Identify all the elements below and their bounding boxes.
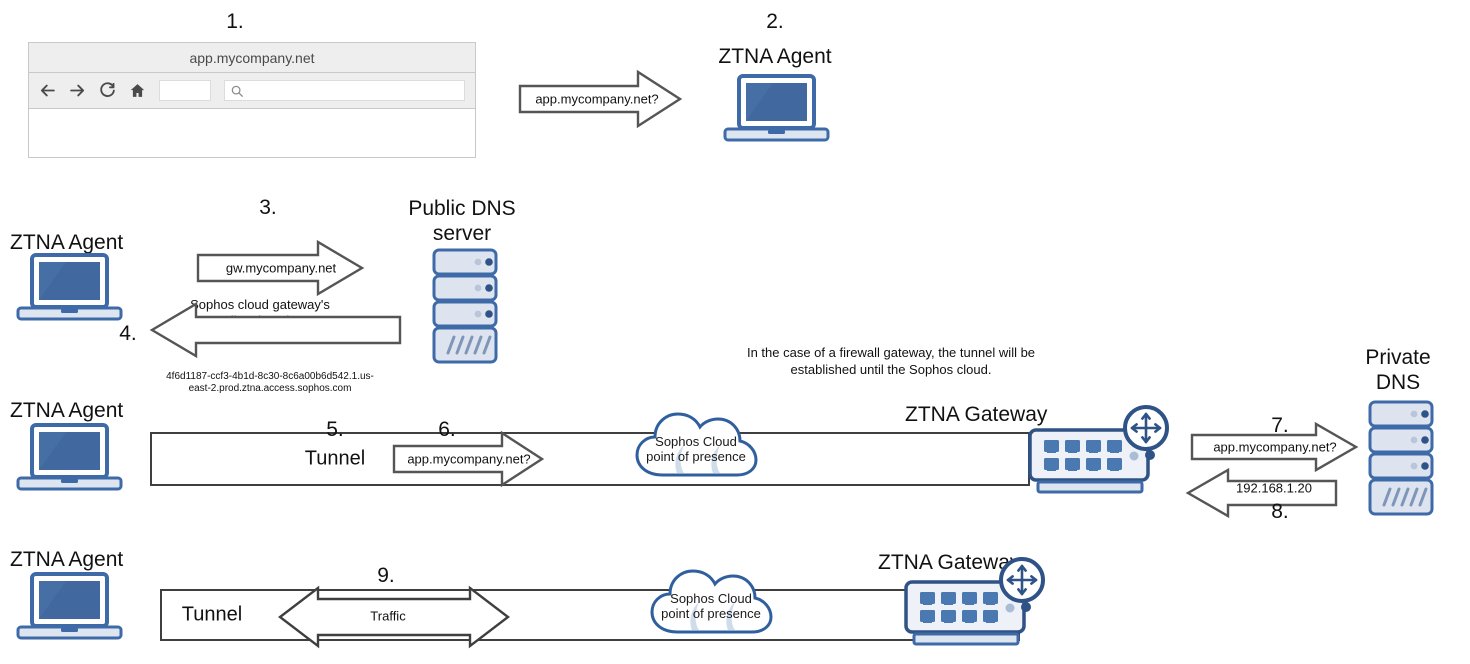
step-number-3: 3. (259, 196, 277, 219)
svg-text:Sophos Cloud: Sophos Cloud (670, 591, 752, 606)
arrow-request-3 (196, 239, 365, 297)
home-icon[interactable] (129, 82, 146, 99)
arrow-label-3: gw.mycompany.net (225, 260, 337, 276)
arrow-label-9: Traffic (370, 608, 406, 624)
arrow-request-7 (1190, 421, 1359, 473)
label-ztna-agent-9: ZTNA Agent (10, 548, 124, 571)
step-number-2: 2. (766, 10, 784, 33)
label-ztna-agent-5: ZTNA Agent (10, 399, 124, 422)
browser-window: app.mycompany.net (28, 42, 476, 158)
label-ztna-agent-3: ZTNA Agent (10, 231, 124, 254)
gateway-icon-bottom (900, 557, 1052, 656)
arrow-request-2 (518, 69, 683, 129)
arrow-label-8: 192.168.1.20 (1236, 480, 1312, 496)
tunnel-label-bottom: Tunnel (181, 603, 243, 626)
label-ztna-gateway-bottom: ZTNA Gateway (878, 551, 1021, 574)
laptop-ztna-agent-2 (723, 74, 830, 144)
search-input[interactable] (224, 80, 465, 101)
step-number-6: 6. (438, 418, 456, 441)
server-icon-public-dns (432, 248, 498, 364)
url-input[interactable] (159, 80, 211, 101)
browser-title-bar: app.mycompany.net (29, 43, 475, 73)
arrow-label-2: app.mycompany.net? (535, 91, 659, 107)
step-number-5: 5. (326, 418, 344, 441)
label-public-dns-server: Public DNS server (408, 197, 516, 245)
sophos-cloud-middle: Sophos Cloud point of presence (633, 409, 760, 481)
arrow-request-6 (392, 430, 545, 488)
step-number-9: 9. (377, 564, 395, 587)
arrow-traffic-bidirectional-9 (278, 585, 510, 649)
svg-text:point of presence: point of presence (646, 449, 746, 464)
gateway-icon-middle (1024, 405, 1176, 496)
step-number-7: 7. (1271, 414, 1289, 437)
arrow-response-4 (149, 301, 402, 359)
search-icon (231, 85, 243, 97)
forward-arrow-icon[interactable] (69, 82, 86, 99)
server-icon-private-dns (1368, 400, 1434, 516)
firewall-gateway-note: In the case of a firewall gateway, the t… (746, 345, 1036, 377)
arrow-response-8 (1185, 467, 1338, 519)
back-arrow-icon[interactable] (39, 82, 56, 99)
browser-address-title: app.mycompany.net (189, 49, 315, 66)
step-number-1: 1. (226, 10, 244, 33)
laptop-ztna-agent-5 (16, 423, 123, 493)
laptop-ztna-agent-9 (16, 572, 123, 642)
svg-text:Sophos Cloud: Sophos Cloud (655, 434, 737, 449)
browser-viewport (29, 109, 475, 157)
step-number-8: 8. (1271, 500, 1289, 523)
arrow-label-6: app.mycompany.net? (407, 451, 531, 467)
sophos-cloud-bottom: Sophos Cloud point of presence (648, 566, 775, 638)
label-ztna-agent-2: ZTNA Agent (718, 45, 832, 68)
laptop-ztna-agent-3 (16, 253, 123, 323)
step-number-4: 4. (119, 322, 137, 345)
arrow-label-7: app.mycompany.net? (1213, 439, 1337, 455)
label-ztna-gateway-middle: ZTNA Gateway (905, 403, 1048, 426)
tunnel-label-middle: Tunnel (304, 447, 366, 470)
svg-text:point of presence: point of presence (661, 606, 761, 621)
tunnel-bar-middle (150, 432, 1030, 486)
reload-icon[interactable] (99, 82, 116, 99)
arrow-label-4: 4f6d1187-ccf3-4b1d-8c30-8c6a00b6d542.1.u… (166, 371, 374, 394)
browser-toolbar (29, 73, 475, 109)
